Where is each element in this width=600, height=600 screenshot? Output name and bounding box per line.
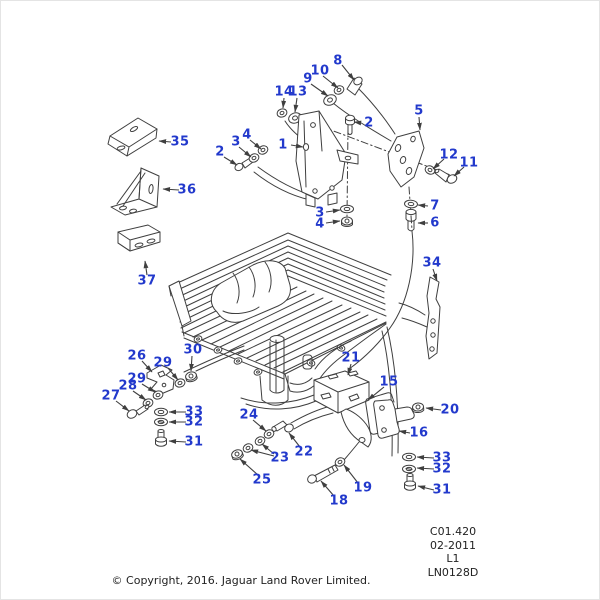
callout-13: 13 bbox=[288, 84, 308, 100]
callout-6: 6 bbox=[430, 215, 440, 231]
callout-21: 21 bbox=[341, 350, 361, 366]
part-32-washer-b bbox=[402, 464, 416, 474]
callout-27: 27 bbox=[101, 388, 121, 404]
copyright-notice: © Copyright, 2016. Jaguar Land Rover Lim… bbox=[111, 574, 371, 587]
callout-29: 29 bbox=[153, 355, 173, 371]
callout-14: 14 bbox=[274, 84, 294, 100]
callout-37: 37 bbox=[137, 273, 157, 289]
part-33-washer-a bbox=[154, 407, 168, 417]
drawing-reference-code: C01.420 bbox=[429, 525, 477, 538]
callout-33: 33 bbox=[184, 404, 204, 420]
part-14-washer bbox=[275, 107, 289, 119]
wheel-arch-hump bbox=[210, 260, 291, 323]
callout-25: 25 bbox=[252, 472, 272, 488]
callout-20: 20 bbox=[440, 402, 460, 418]
callout-36: 36 bbox=[177, 182, 197, 198]
part-33-washer-b bbox=[402, 452, 416, 462]
right-body-panel bbox=[259, 323, 387, 406]
part-11-bolt bbox=[434, 168, 458, 184]
callout-3: 3 bbox=[231, 134, 241, 150]
part-20-nut bbox=[411, 402, 425, 414]
part-27-bolt bbox=[126, 404, 150, 419]
callout-4: 4 bbox=[242, 127, 252, 143]
callout-32: 32 bbox=[432, 461, 452, 477]
callout-23: 23 bbox=[270, 450, 290, 466]
drawing-reference-id: LN0128D bbox=[427, 565, 479, 579]
leader-lines bbox=[115, 64, 465, 497]
part-5-plate bbox=[387, 130, 425, 188]
lashing-cleats bbox=[193, 335, 346, 376]
part-15-plate bbox=[365, 392, 395, 435]
callout-34: 34 bbox=[422, 255, 442, 271]
part-34-strap bbox=[425, 276, 441, 360]
callout-1: 1 bbox=[278, 137, 288, 153]
callout-31: 31 bbox=[184, 434, 204, 450]
part-21-bracket bbox=[313, 370, 372, 448]
part-2-bolt-right bbox=[345, 114, 355, 135]
callout-18: 18 bbox=[329, 493, 349, 509]
part-3-washer-bottom bbox=[340, 204, 354, 214]
callout-29: 29 bbox=[127, 371, 147, 387]
callout-32: 32 bbox=[184, 414, 204, 430]
part-1-bracket bbox=[295, 110, 359, 208]
part-30-nut bbox=[184, 370, 199, 384]
callout-3: 3 bbox=[315, 205, 325, 221]
callout-7: 7 bbox=[430, 198, 440, 214]
part-29-washer-a bbox=[173, 377, 187, 389]
callout-22: 22 bbox=[294, 444, 314, 460]
callout-12: 12 bbox=[439, 147, 459, 163]
part-4-nut-bottom bbox=[341, 216, 353, 228]
callout-8: 8 bbox=[333, 53, 343, 69]
pickup-bed-drawing bbox=[168, 232, 392, 406]
part-25-nut bbox=[229, 447, 245, 462]
callout-35: 35 bbox=[170, 134, 190, 150]
part-22-bolt bbox=[271, 420, 294, 433]
part-35-bracket bbox=[107, 117, 158, 157]
drawing-reference-sheet: L1 bbox=[446, 552, 460, 565]
part-31-bolt-b bbox=[404, 473, 416, 491]
part-6-bolt bbox=[405, 208, 417, 232]
callout-16: 16 bbox=[409, 425, 429, 441]
callout-30: 30 bbox=[183, 342, 203, 358]
callout-10: 10 bbox=[310, 63, 330, 79]
part-36-bracket bbox=[110, 167, 160, 216]
callout-24: 24 bbox=[239, 407, 259, 423]
part-31-bolt-a bbox=[155, 429, 167, 447]
callout-2: 2 bbox=[215, 144, 225, 160]
callout-19: 19 bbox=[353, 480, 373, 496]
drawing-reference-block: C01.420 02-2011 L1 LN0128D bbox=[393, 525, 513, 579]
part-4-washer-left bbox=[256, 143, 270, 157]
callout-28: 28 bbox=[118, 378, 138, 394]
callout-5: 5 bbox=[414, 103, 424, 119]
front-channel-post bbox=[269, 335, 313, 394]
part-8-bolt bbox=[346, 76, 363, 96]
part-7-washer bbox=[403, 199, 419, 209]
callout-2: 2 bbox=[364, 115, 374, 131]
callout-11: 11 bbox=[459, 155, 479, 171]
drawing-reference-date: 02-2011 bbox=[430, 538, 476, 552]
callout-31: 31 bbox=[432, 482, 452, 498]
callout-4: 4 bbox=[315, 216, 325, 232]
callout-33: 33 bbox=[432, 450, 452, 466]
callout-9: 9 bbox=[303, 71, 313, 87]
part-18-bolt bbox=[307, 464, 339, 484]
part-32-washer-a bbox=[154, 417, 168, 427]
part-16-plate bbox=[373, 399, 415, 439]
part-37-bracket bbox=[117, 224, 161, 252]
callout-15: 15 bbox=[379, 374, 399, 390]
callout-26: 26 bbox=[127, 348, 147, 364]
